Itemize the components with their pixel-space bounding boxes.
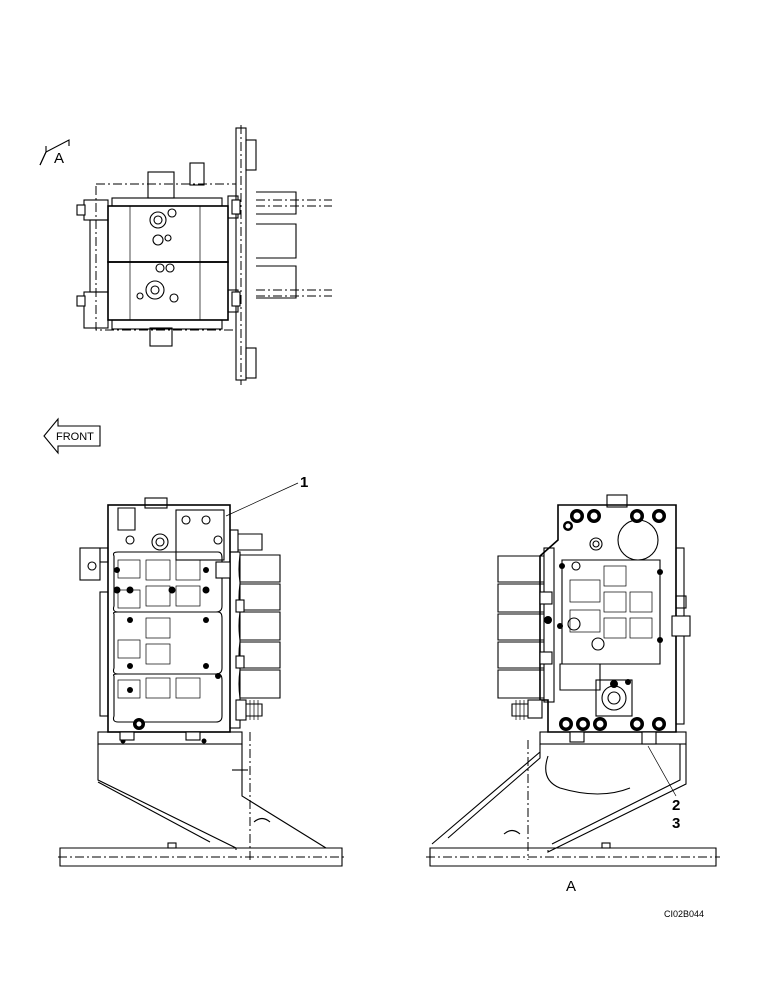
callout-2-3: 2 3 (647, 745, 680, 832)
side-view-a-label: A (566, 878, 576, 895)
view-a-marker: A (39, 139, 70, 167)
callout-1-label: 1 (300, 474, 308, 491)
drawing-code: CI02B044 (664, 909, 704, 919)
callout-2-label: 2 (672, 797, 680, 814)
view-a-marker-label: A (54, 150, 64, 167)
top-view-valve (76, 125, 332, 385)
side-view-right (426, 494, 720, 867)
front-arrow-label: FRONT (56, 431, 94, 443)
front-direction-arrow: FRONT (43, 417, 101, 455)
callout-3-label: 3 (672, 815, 680, 832)
side-view-left (58, 497, 346, 867)
callout-1: 1 (225, 474, 308, 517)
